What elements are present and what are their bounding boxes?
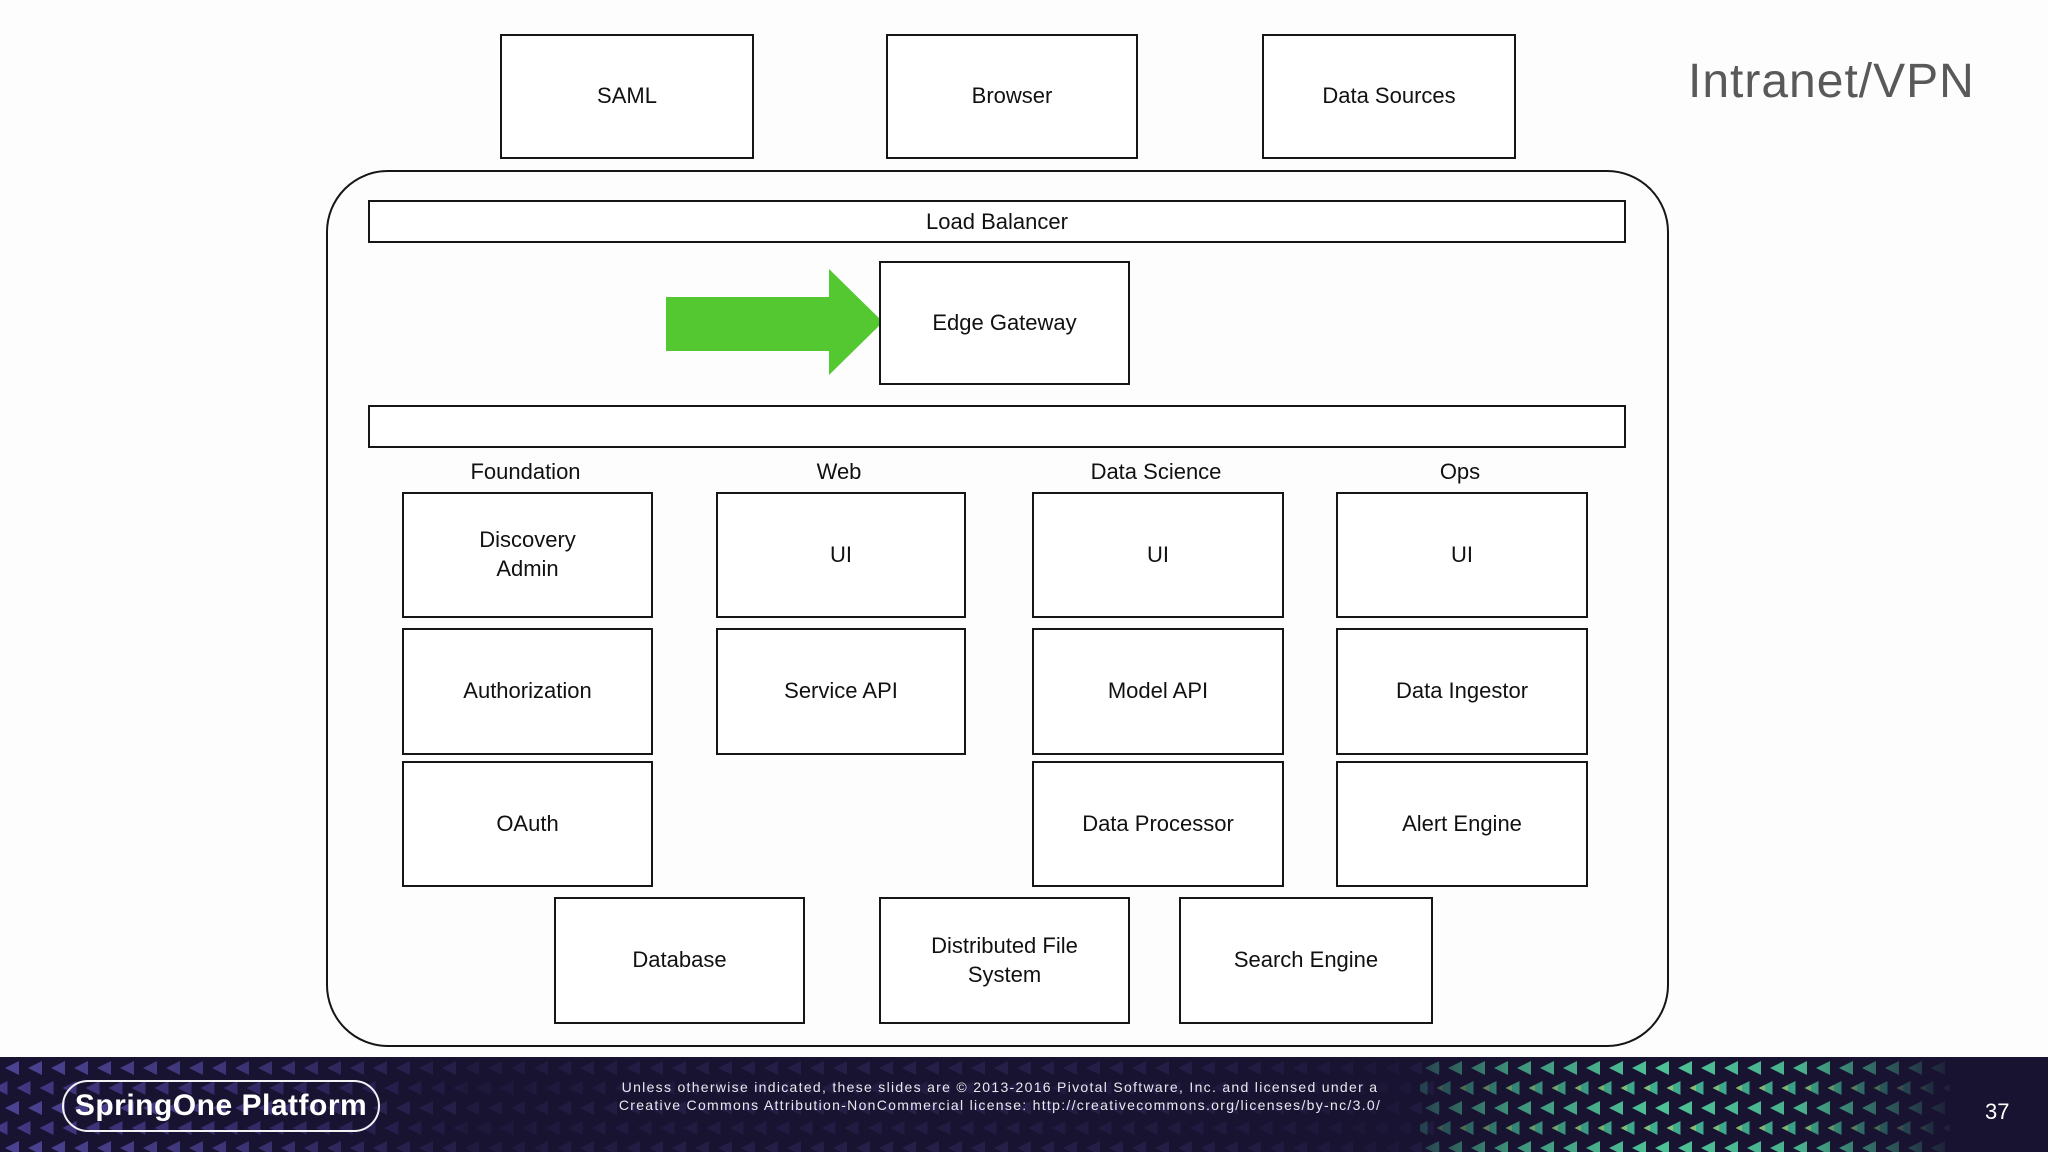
- service-api-box: Service API: [716, 628, 966, 755]
- distributed-file-system-box: Distributed File System: [879, 897, 1130, 1024]
- database-box: Database: [554, 897, 805, 1024]
- saml-box: SAML: [500, 34, 754, 159]
- license-text: Unless otherwise indicated, these slides…: [470, 1078, 1530, 1114]
- data-sources-box: Data Sources: [1262, 34, 1516, 159]
- license-line-1: Unless otherwise indicated, these slides…: [621, 1079, 1379, 1095]
- authorization-box: Authorization: [402, 628, 653, 755]
- ops-ui-box: UI: [1336, 492, 1588, 618]
- column-header-ops: Ops: [1439, 459, 1481, 484]
- data-science-ui-box: UI: [1032, 492, 1284, 618]
- region-label: Intranet/VPN: [1688, 55, 1975, 108]
- web-ui-box: UI: [716, 492, 966, 618]
- architecture-container: [326, 170, 1669, 1047]
- footer-texture-fade: [0, 1057, 2048, 1152]
- page-number: 37: [1985, 1099, 2010, 1124]
- data-ingestor-box: Data Ingestor: [1336, 628, 1588, 755]
- green-right-arrow-icon: [666, 269, 883, 375]
- browser-box: Browser: [886, 34, 1138, 159]
- model-api-box: Model API: [1032, 628, 1284, 755]
- load-balancer-bar: Load Balancer: [368, 200, 1626, 243]
- discovery-admin-box: Discovery Admin: [402, 492, 653, 618]
- data-processor-box: Data Processor: [1032, 761, 1284, 887]
- license-line-2: Creative Commons Attribution-NonCommerci…: [618, 1097, 1382, 1113]
- column-header-web: Web: [816, 459, 862, 484]
- alert-engine-box: Alert Engine: [1336, 761, 1588, 887]
- brand-logo-text: SpringOne Platform: [74, 1089, 368, 1122]
- brand-pill: SpringOne Platform: [62, 1080, 380, 1132]
- search-engine-box: Search Engine: [1179, 897, 1433, 1024]
- footer-bar: SpringOne Platform Unless otherwise indi…: [0, 1057, 2048, 1152]
- edge-gateway-box: Edge Gateway: [879, 261, 1130, 385]
- column-header-data-science: Data Science: [1090, 459, 1222, 484]
- column-header-foundation: Foundation: [470, 459, 581, 484]
- oauth-box: OAuth: [402, 761, 653, 887]
- spacer-bar: [368, 405, 1626, 448]
